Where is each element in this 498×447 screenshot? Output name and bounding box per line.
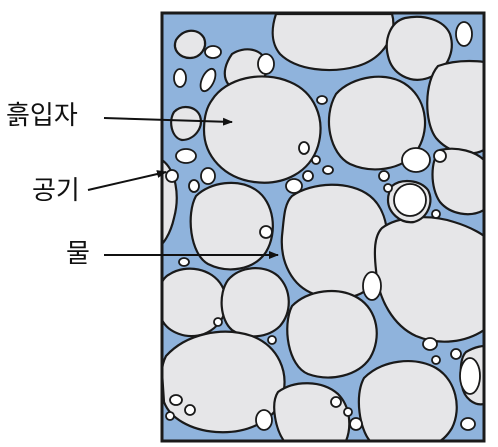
air-void bbox=[378, 170, 390, 182]
air-void bbox=[173, 68, 187, 88]
air-void bbox=[431, 209, 441, 219]
soil-particle-arrow bbox=[103, 117, 233, 126]
soil-particle bbox=[431, 147, 484, 216]
soil-particle bbox=[170, 106, 202, 142]
water-label: 물 bbox=[66, 239, 90, 269]
air-void bbox=[259, 225, 273, 239]
air-void bbox=[199, 67, 217, 93]
air-void bbox=[188, 179, 200, 193]
air-void bbox=[302, 170, 314, 182]
air-void bbox=[343, 407, 353, 417]
soil-particle bbox=[286, 290, 378, 379]
soil-particle bbox=[280, 183, 389, 300]
soil-particle bbox=[189, 181, 274, 271]
air-void bbox=[450, 348, 462, 360]
air-void bbox=[169, 394, 183, 406]
air-void bbox=[298, 141, 310, 155]
air-void bbox=[316, 95, 328, 105]
air-void bbox=[184, 404, 196, 416]
air-void bbox=[204, 45, 222, 59]
air-void bbox=[285, 178, 303, 194]
air-void bbox=[431, 355, 441, 365]
air-void bbox=[455, 21, 473, 47]
soil-particle bbox=[202, 75, 322, 184]
air-void bbox=[383, 183, 393, 193]
air-void bbox=[311, 155, 321, 165]
air-void bbox=[165, 169, 179, 183]
soil-particle bbox=[357, 360, 458, 441]
soil-particle bbox=[220, 267, 290, 338]
air-void bbox=[322, 165, 334, 175]
air-void bbox=[433, 149, 447, 163]
air-void bbox=[459, 357, 481, 395]
air-void bbox=[349, 417, 363, 431]
soil-particle-label: 흙입자 bbox=[6, 101, 78, 131]
air-label: 공기 bbox=[32, 176, 80, 206]
air-void bbox=[362, 271, 382, 301]
soil-particle bbox=[173, 29, 207, 60]
air-void bbox=[393, 183, 427, 217]
diagram-frame bbox=[160, 11, 486, 443]
air-void bbox=[165, 411, 175, 421]
air-void bbox=[257, 53, 275, 75]
air-void bbox=[175, 148, 197, 164]
air-void bbox=[200, 167, 216, 185]
air-void bbox=[422, 337, 438, 351]
air-void bbox=[178, 257, 190, 267]
air-void bbox=[401, 147, 431, 173]
soil-particle bbox=[385, 15, 453, 81]
air-arrow bbox=[87, 170, 167, 191]
air-void bbox=[330, 396, 342, 408]
soil-particle bbox=[373, 216, 484, 343]
air-void bbox=[267, 335, 277, 345]
air-void bbox=[460, 417, 476, 431]
air-void bbox=[213, 317, 223, 327]
air-void bbox=[255, 409, 273, 431]
